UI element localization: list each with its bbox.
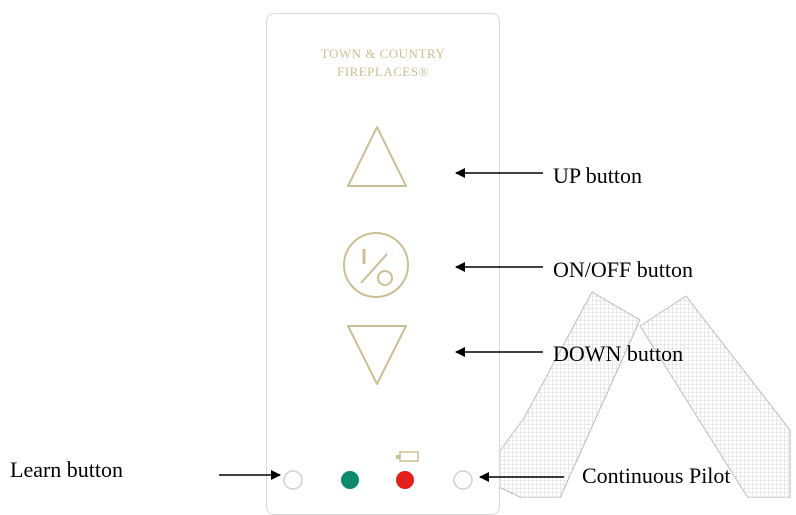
on-off-o-mark	[377, 270, 393, 286]
green-led-indicator	[341, 471, 359, 489]
down-triangle-icon	[347, 325, 407, 385]
on-off-slash-mark	[360, 253, 388, 284]
on-off-button-label: ON/OFF button	[553, 257, 693, 282]
brand-line-2: FIREPLACES®	[337, 64, 429, 79]
on-off-button[interactable]	[343, 232, 409, 298]
continuous-pilot-label: Continuous Pilot	[582, 463, 731, 488]
learn-button-label: Learn button	[10, 457, 124, 482]
on-off-ring-icon	[343, 232, 409, 298]
red-led-indicator	[396, 471, 414, 489]
up-button-label: UP button	[553, 163, 643, 188]
down-button-label: DOWN button	[553, 341, 684, 366]
battery-icon	[396, 451, 419, 462]
diagram-canvas	[219, 126, 564, 490]
up-triangle-icon	[347, 126, 407, 187]
up-button[interactable]	[347, 126, 407, 187]
learn-button[interactable]	[283, 470, 303, 490]
down-button[interactable]	[347, 325, 407, 385]
continuous-pilot-button[interactable]	[453, 470, 473, 490]
brand-line-1: TOWN & COUNTRY	[320, 46, 446, 61]
